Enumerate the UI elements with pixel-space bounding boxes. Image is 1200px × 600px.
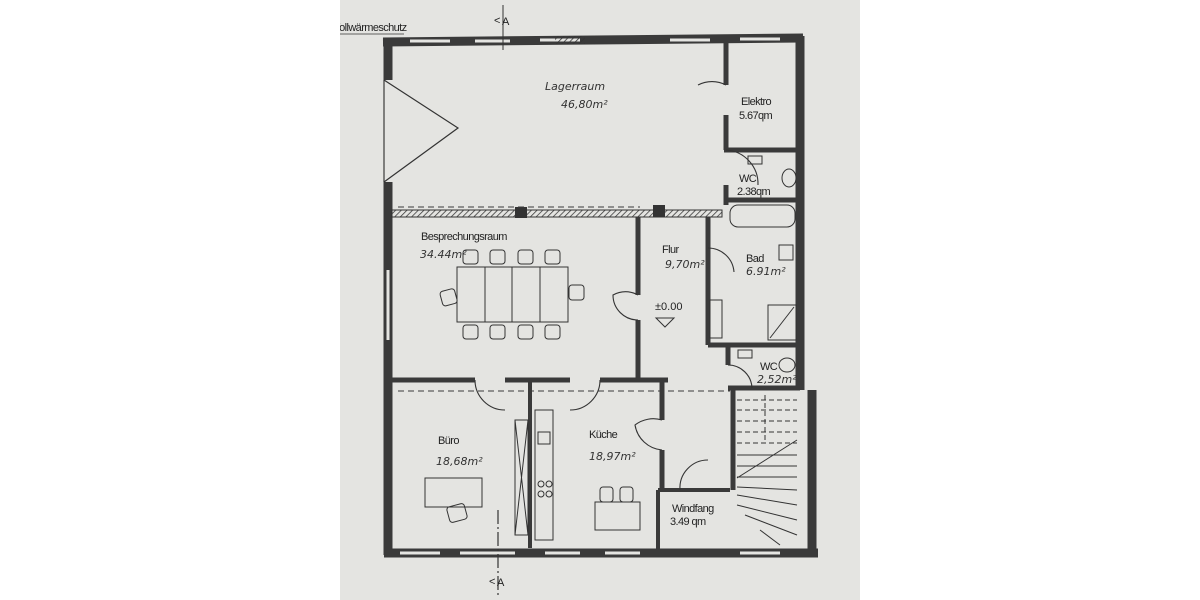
room-name-lagerraum: Lagerraum	[545, 80, 605, 93]
room-name-windfang: Windfang	[672, 503, 714, 515]
level-triangle-icon	[654, 317, 676, 328]
room-name-wc-lower: WC	[760, 361, 778, 373]
level-marker: ±0.00	[655, 301, 682, 313]
room-name-wc-upper: WC	[739, 173, 757, 185]
bathtub	[729, 204, 796, 228]
section-line: A < A <	[489, 5, 510, 595]
floor-plan-drawing: A < A < Vollwärmeschutz ±0.00 Lagerraum …	[340, 5, 818, 595]
staircase	[736, 395, 798, 546]
room-name-besprechungsraum: Besprechungsraum	[421, 231, 507, 243]
furniture	[424, 155, 797, 541]
section-marker-bottom: A	[497, 577, 505, 589]
room-area-windfang: 3.49 qm	[670, 516, 706, 528]
room-name-bad: Bad	[746, 253, 764, 265]
room-name-flur: Flur	[662, 244, 679, 256]
room-name-kueche: Küche	[589, 429, 618, 441]
section-marker-top: A	[502, 16, 510, 28]
section-arrow-top: <	[494, 15, 500, 27]
room-area-elektro: 5.67qm	[739, 110, 773, 122]
room-area-lagerraum: 46,80m²	[561, 98, 608, 111]
room-area-flur: 9,70m²	[665, 258, 705, 271]
section-arrow-bottom: <	[489, 576, 495, 588]
room-area-bad: 6.91m²	[746, 265, 786, 278]
door-swings	[474, 81, 759, 491]
interior-walls	[391, 42, 800, 550]
room-labels: Lagerraum 46,80m² Elektro 5.67qm WC 2.38…	[420, 80, 797, 528]
floor-plan-sheet: A < A < Vollwärmeschutz ±0.00 Lagerraum …	[340, 0, 860, 600]
room-area-wc-upper: 2.38qm	[737, 186, 771, 198]
room-name-buero: Büro	[438, 435, 459, 447]
gate-swing	[383, 79, 460, 183]
room-area-wc-lower: 2,52m²	[757, 373, 797, 386]
insulation-note: Vollwärmeschutz	[340, 22, 407, 34]
outer-walls	[382, 33, 818, 558]
room-area-besprechungsraum: 34.44m²	[420, 248, 467, 261]
room-area-buero: 18,68m²	[436, 455, 483, 468]
room-area-kueche: 18,97m²	[589, 450, 636, 463]
room-name-elektro: Elektro	[741, 96, 772, 108]
